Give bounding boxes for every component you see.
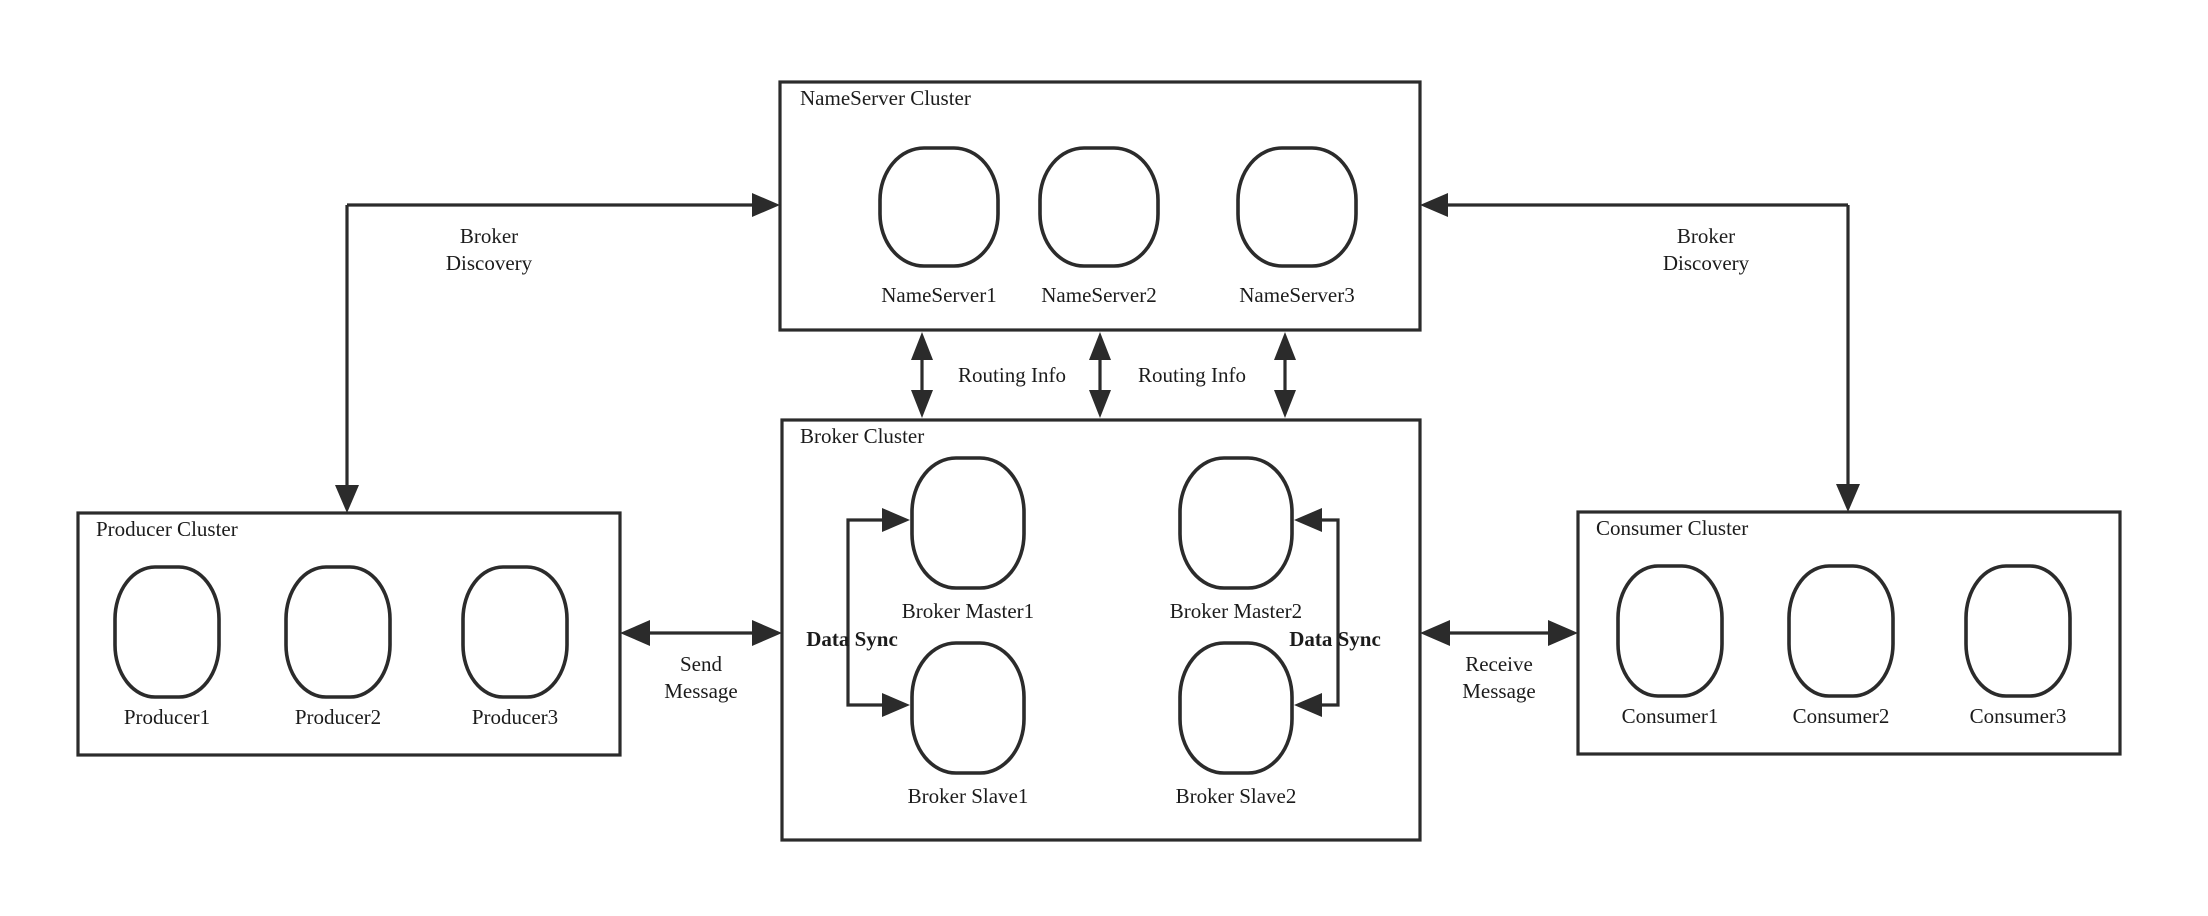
edge-routing-info-arrow-1[interactable] — [911, 332, 933, 418]
node-shape-producer3[interactable] — [461, 565, 569, 699]
node-nameserver3[interactable]: NameServer3 — [1236, 146, 1358, 307]
cluster-broker[interactable]: Broker Cluster Broker Master1 Broker Mas… — [780, 418, 1422, 842]
node-consumer1[interactable]: Consumer1 — [1616, 564, 1724, 728]
edge-label-discovery-left-line1: Broker — [460, 224, 518, 248]
node-consumer3[interactable]: Consumer3 — [1964, 564, 2072, 728]
arrowhead-send-message-left — [620, 620, 650, 646]
edge-label-receive-message-line1: Receive — [1465, 652, 1533, 676]
arrowhead-discovery-left-to-nameserver — [752, 193, 780, 217]
arrowhead-discovery-right-to-consumer — [1836, 484, 1860, 512]
node-broker-master1[interactable]: Broker Master1 — [902, 456, 1034, 623]
edge-data-sync-left[interactable]: Data Sync — [806, 508, 910, 717]
cluster-consumer[interactable]: Consumer Cluster Consumer1 Consumer2 Con… — [1576, 510, 2122, 756]
node-broker-master2[interactable]: Broker Master2 — [1170, 456, 1302, 623]
arrowhead-discovery-right-to-nameserver — [1420, 193, 1448, 217]
edge-label-send-message-line2: Message — [664, 679, 737, 703]
arrowhead-routing-2-down — [1089, 390, 1111, 418]
edge-label-discovery-right-line2: Discovery — [1663, 251, 1750, 275]
node-shape-nameserver1[interactable] — [878, 146, 1000, 268]
cluster-nameserver[interactable]: NameServer Cluster NameServer1 NameServe… — [778, 80, 1422, 332]
node-shape-broker-slave1[interactable] — [910, 641, 1026, 775]
edge-label-routing-info-left: Routing Info — [958, 363, 1066, 387]
cluster-title-producer: Producer Cluster — [96, 517, 238, 541]
arrowhead-routing-3-down — [1274, 390, 1296, 418]
node-label-broker-slave2: Broker Slave2 — [1176, 784, 1297, 808]
edge-label-routing-info-right: Routing Info — [1138, 363, 1246, 387]
edge-routing-info-arrow-3[interactable] — [1274, 332, 1296, 418]
edge-label-receive-message-line2: Message — [1462, 679, 1535, 703]
node-shape-broker-master1[interactable] — [910, 456, 1026, 590]
edge-data-sync-right[interactable]: Data Sync — [1289, 508, 1381, 717]
node-shape-producer2[interactable] — [284, 565, 392, 699]
cluster-title-nameserver: NameServer Cluster — [800, 86, 971, 110]
edge-line-data-sync-right — [1311, 518, 1340, 707]
node-label-nameserver1: NameServer1 — [881, 283, 996, 307]
node-shape-nameserver2[interactable] — [1038, 146, 1160, 268]
arrowhead-data-sync-left-to-master1 — [882, 508, 910, 532]
node-shape-consumer2[interactable] — [1787, 564, 1895, 698]
cluster-title-consumer: Consumer Cluster — [1596, 516, 1748, 540]
arrowhead-routing-1-down — [911, 390, 933, 418]
edge-label-discovery-right-line1: Broker — [1677, 224, 1735, 248]
arrowhead-data-sync-right-to-master2 — [1294, 508, 1322, 532]
edge-line-data-sync-left — [846, 518, 893, 707]
edge-routing-info-arrow-2[interactable] — [1089, 332, 1111, 418]
node-label-producer2: Producer2 — [295, 705, 381, 729]
node-consumer2[interactable]: Consumer2 — [1787, 564, 1895, 728]
node-shape-broker-master2[interactable] — [1178, 456, 1294, 590]
node-producer1[interactable]: Producer1 — [113, 565, 221, 729]
node-label-nameserver2: NameServer2 — [1041, 283, 1156, 307]
arrowhead-receive-message-right — [1548, 620, 1578, 646]
node-nameserver1[interactable]: NameServer1 — [878, 146, 1000, 307]
node-shape-consumer1[interactable] — [1616, 564, 1724, 698]
node-label-nameserver3: NameServer3 — [1239, 283, 1354, 307]
cluster-box-broker[interactable] — [780, 418, 1422, 842]
node-shape-producer1[interactable] — [113, 565, 221, 699]
edge-label-data-sync-left: Data Sync — [806, 627, 898, 651]
node-shape-broker-slave2[interactable] — [1178, 641, 1294, 775]
node-producer3[interactable]: Producer3 — [461, 565, 569, 729]
edge-consumer-broker-discovery[interactable]: Broker Discovery — [1420, 193, 1860, 512]
node-broker-slave1[interactable]: Broker Slave1 — [908, 641, 1029, 808]
node-producer2[interactable]: Producer2 — [284, 565, 392, 729]
node-label-producer3: Producer3 — [472, 705, 558, 729]
node-label-consumer3: Consumer3 — [1970, 704, 2067, 728]
node-label-broker-master1: Broker Master1 — [902, 599, 1034, 623]
edge-label-data-sync-right: Data Sync — [1289, 627, 1381, 651]
cluster-producer[interactable]: Producer Cluster Producer1 Producer2 Pro… — [76, 511, 622, 757]
arrowhead-data-sync-right-to-slave2 — [1294, 693, 1322, 717]
edge-producer-broker-discovery[interactable]: Broker Discovery — [335, 193, 780, 513]
cluster-title-broker: Broker Cluster — [800, 424, 924, 448]
edge-send-message[interactable]: Send Message — [620, 620, 782, 703]
node-label-consumer2: Consumer2 — [1793, 704, 1890, 728]
arrowhead-routing-1-up — [911, 332, 933, 360]
edge-label-discovery-left-line2: Discovery — [446, 251, 533, 275]
arrowhead-discovery-left-to-producer — [335, 485, 359, 513]
arrowhead-routing-2-up — [1089, 332, 1111, 360]
edge-receive-message[interactable]: Receive Message — [1420, 620, 1578, 703]
node-label-producer1: Producer1 — [124, 705, 210, 729]
node-nameserver2[interactable]: NameServer2 — [1038, 146, 1160, 307]
arrowhead-receive-message-left — [1420, 620, 1450, 646]
node-shape-nameserver3[interactable] — [1236, 146, 1358, 268]
edge-label-send-message-line1: Send — [680, 652, 723, 676]
node-label-broker-slave1: Broker Slave1 — [908, 784, 1029, 808]
node-shape-consumer3[interactable] — [1964, 564, 2072, 698]
arrowhead-send-message-right — [752, 620, 782, 646]
arrowhead-data-sync-left-to-slave1 — [882, 693, 910, 717]
arrowhead-routing-3-up — [1274, 332, 1296, 360]
node-label-broker-master2: Broker Master2 — [1170, 599, 1302, 623]
node-broker-slave2[interactable]: Broker Slave2 — [1176, 641, 1297, 808]
node-label-consumer1: Consumer1 — [1622, 704, 1719, 728]
